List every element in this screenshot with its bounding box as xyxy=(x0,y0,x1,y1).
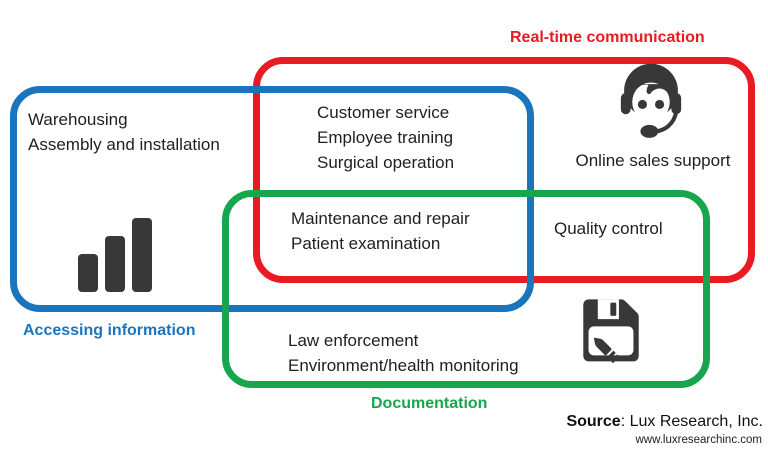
floppy-pencil-icon xyxy=(583,299,639,364)
region-item: Law enforcement xyxy=(288,331,419,350)
realtime-communication-label: Real-time communication xyxy=(510,29,705,46)
bar-chart-icon-bar xyxy=(78,254,98,292)
region-item: Customer service xyxy=(317,103,450,122)
region-realtime-only: Online sales support xyxy=(550,148,756,173)
source-website: www.luxresearchinc.com xyxy=(635,434,762,446)
region-item: Online sales support xyxy=(575,151,731,170)
region-accessing-only: Warehousing Assembly and installation xyxy=(28,107,220,157)
region-item: Surgical operation xyxy=(317,153,455,172)
bar-chart-icon-bar xyxy=(105,236,125,292)
source-value: : Lux Research, Inc. xyxy=(620,413,763,430)
bar-chart-icon-bar xyxy=(132,218,152,292)
region-all-three: Maintenance and repair Patient examinati… xyxy=(291,206,470,256)
region-item: Assembly and installation xyxy=(28,135,220,154)
source-credit: Source: Lux Research, Inc. xyxy=(566,413,763,431)
region-item: Maintenance and repair xyxy=(291,209,470,228)
support-agent-icon xyxy=(620,63,682,138)
region-documentation-only: Law enforcement Environment/health monit… xyxy=(288,328,519,378)
region-item: Patient examination xyxy=(291,234,441,253)
region-realtime-documentation: Quality control xyxy=(554,216,663,241)
region-item: Employee training xyxy=(317,128,454,147)
accessing-information-set-outline xyxy=(10,86,534,312)
region-item: Quality control xyxy=(554,219,663,238)
bar-chart-icon xyxy=(75,212,160,292)
documentation-set-outline xyxy=(222,190,710,388)
source-label: Source xyxy=(566,413,621,430)
accessing-information-label: Accessing information xyxy=(23,322,196,339)
realtime-communication-set-outline xyxy=(253,57,755,283)
documentation-label: Documentation xyxy=(371,395,488,412)
region-item: Environment/health monitoring xyxy=(288,356,519,375)
region-accessing-realtime: Customer service Employee training Surgi… xyxy=(317,100,454,175)
region-item: Warehousing xyxy=(28,110,128,129)
